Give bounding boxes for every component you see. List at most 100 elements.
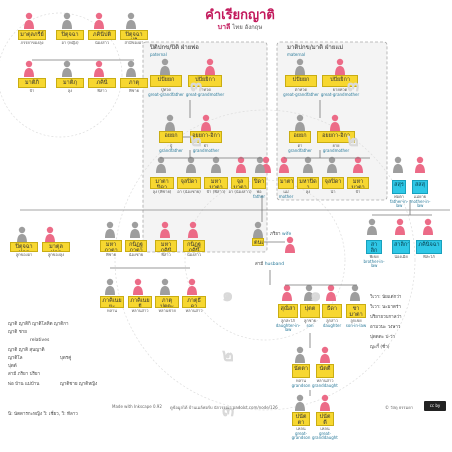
- child-figure-3: [350, 284, 360, 301]
- cc-license-badge[interactable]: cc by: [424, 401, 446, 411]
- granddaughter-caption: หลานสาวgranddaughter: [312, 379, 338, 388]
- maternal-aunt-elder-thai: ป้า: [355, 190, 361, 194]
- spouse-figure: [285, 236, 295, 253]
- paternal-aunt-younger-thai: อา (น้องสาว): [228, 190, 252, 194]
- credit: ดูข้อมูลได้ บ้านเมล์ฟอร์บ นักวรรณา padol…: [170, 405, 278, 410]
- maternal-grandmother-english: grandmother: [322, 147, 350, 153]
- topleft-card-5: มาติภุ: [56, 78, 84, 88]
- paternal-uncle-elder-caption: ลุง (พี่ชาย): [146, 190, 178, 195]
- paternal-grandfather-thai: ปู่: [169, 144, 173, 148]
- sibling-figure-2: [160, 221, 170, 238]
- mother-in-law-thai: แม่ยาย: [413, 195, 427, 199]
- note-bottom-left: นิ: นัตดารกะหญิง วิ: เชี่ยว, วิ: ทีลาว: [8, 412, 78, 417]
- granddaughter: นัตตี: [316, 364, 334, 378]
- granddaughter-figure: [320, 346, 330, 363]
- topleft-card-2-caption: น้องสาว: [84, 41, 120, 46]
- generation-number: ๓: [190, 75, 203, 96]
- paternal-aunt-elder-caption: ป้า (พี่สาว): [200, 190, 232, 195]
- diagram-subtitle: บาลี ไทย อังกฤษ: [180, 22, 300, 33]
- topleft-figure-6: [94, 60, 104, 77]
- maternal-uncle-elder: มหาปิดา: [297, 177, 319, 189]
- nephew-figure-0: [105, 278, 115, 295]
- child-figure-1: [304, 284, 314, 301]
- nephew-1: ภาคิเนยยี: [128, 296, 152, 308]
- father: ปิดา: [252, 177, 266, 189]
- great-grandson-english: great-grandson: [291, 430, 311, 441]
- child-figure-0: [282, 284, 292, 301]
- maternal-label: มาติปกข/มาติ: [287, 44, 324, 51]
- sister-in-law: สาลิกา: [392, 240, 410, 254]
- maternal-uncle-younger-thai: น้า: [330, 190, 336, 194]
- grandmother-figure: [201, 114, 211, 131]
- paternal-great-grandmother-thai: ย่าทวด: [198, 88, 212, 92]
- paternal-uncle-elder-thai: ลุง (พี่ชาย): [152, 190, 172, 194]
- brother-in-law-english: brother-in-law: [363, 258, 385, 269]
- note-relatives-en: relatives: [30, 338, 50, 343]
- great-granddaughter-english: great-granddaughter: [312, 430, 338, 441]
- ego-figure: [253, 221, 263, 238]
- nephew-figure-1: [133, 278, 143, 295]
- paternal-note: ฝ่ายพ่อ: [180, 44, 199, 51]
- topleft-card-7: ภาตุ: [120, 78, 148, 88]
- sister-in-law-elder-caption: พี่สะใภ้: [412, 255, 446, 260]
- mother-english: mother: [278, 193, 294, 199]
- topleft-card-6: ภคินี: [88, 78, 116, 88]
- maternal-great-grandmother: ปปัยยิกา: [322, 75, 358, 87]
- sibling-2-thai: พี่สาว: [161, 253, 171, 257]
- sibling-2-caption: พี่สาว: [151, 253, 181, 258]
- great-granddaughter-thai: เหลน: [320, 427, 330, 431]
- topleft-figure-7: [126, 60, 136, 77]
- generation-number: ๑: [310, 285, 322, 306]
- paternal-label: ปิติปกข/ปิติ: [150, 44, 179, 51]
- sibling-1-caption: น้องชาย: [121, 253, 151, 258]
- mother-in-law: สสสุ: [412, 180, 428, 194]
- topleft-card-2: ภคินีปติ: [88, 30, 116, 40]
- topleft-card-6-caption: พี่สาว: [84, 89, 120, 94]
- child-2-english: daughter: [322, 322, 342, 328]
- granddaughter-thai: หลานสาว: [316, 379, 334, 383]
- paternal-great-grandmother-english: great-grandmother: [185, 91, 225, 97]
- topleft-card-4: มาติภิ: [18, 78, 46, 88]
- maternal-great-grandmother-english: great-grandmother: [320, 91, 360, 97]
- maternal-grandfather: อยยก: [289, 131, 311, 143]
- maternal-uncle-younger-caption: น้า: [318, 190, 348, 195]
- paternal-aunt-elder-thai: ป้า (พี่สาว): [206, 190, 226, 194]
- father-in-law-thai: พ่อตา: [394, 195, 404, 199]
- maternal-great-grandmother-thai: ยายทวด: [332, 88, 348, 92]
- wife-label: ภริยา: [270, 232, 281, 237]
- paternal-aunt-elder: มหามาตา: [204, 177, 228, 189]
- sibling-1: กนิฏฐภาตา: [125, 240, 147, 252]
- topleft-card-1-caption: อา (หญิง): [52, 41, 88, 46]
- sibling-3-thai: น้องสาว: [186, 253, 202, 257]
- great-grandson-thai: เหลน: [296, 427, 306, 431]
- paternal-great-grandfather-english: great-grandfather: [148, 91, 184, 97]
- sibling-1-thai: น้องชาย: [128, 253, 144, 257]
- topleft-card-5-caption: ลุง: [52, 89, 88, 94]
- mother-thai: แม่: [283, 190, 289, 194]
- brother-in-law: สาลิก: [366, 240, 382, 254]
- cousin-paternal-caption: ลูกของอา: [6, 253, 42, 258]
- maternal-great-grandfather: ปปัยยก: [285, 75, 317, 87]
- note-male-relatives: ญาติ ชาย: [8, 330, 27, 335]
- great-granddaughter: ปนัตตี: [316, 412, 334, 426]
- brother-in-law-thai: พี่เขย: [369, 255, 379, 259]
- cousin-figure: [45, 226, 55, 243]
- sister-in-law-thai: น้องเมีย: [394, 255, 408, 259]
- note-right-5: ญะกี้ (ซี่า): [370, 345, 390, 350]
- mother-caption: แม่mother: [274, 190, 298, 199]
- paternal-en: paternal: [150, 52, 167, 57]
- maternal-aunt-elder-caption: ป้า: [343, 190, 373, 195]
- note-right-0: วิเวา: นัยแต่กว่า: [370, 295, 402, 300]
- child-2: ธีดา: [322, 304, 342, 318]
- maternal-en: maternal: [287, 52, 306, 57]
- paternal-header: ปิติปกข/ปิติ ฝ่ายพ่อ paternal: [150, 44, 199, 58]
- granddaughter-english: granddaughter: [312, 382, 338, 388]
- generation-number: ๒: [347, 130, 359, 151]
- maternal-great-grandfather-thai: ตาทวด: [294, 88, 308, 92]
